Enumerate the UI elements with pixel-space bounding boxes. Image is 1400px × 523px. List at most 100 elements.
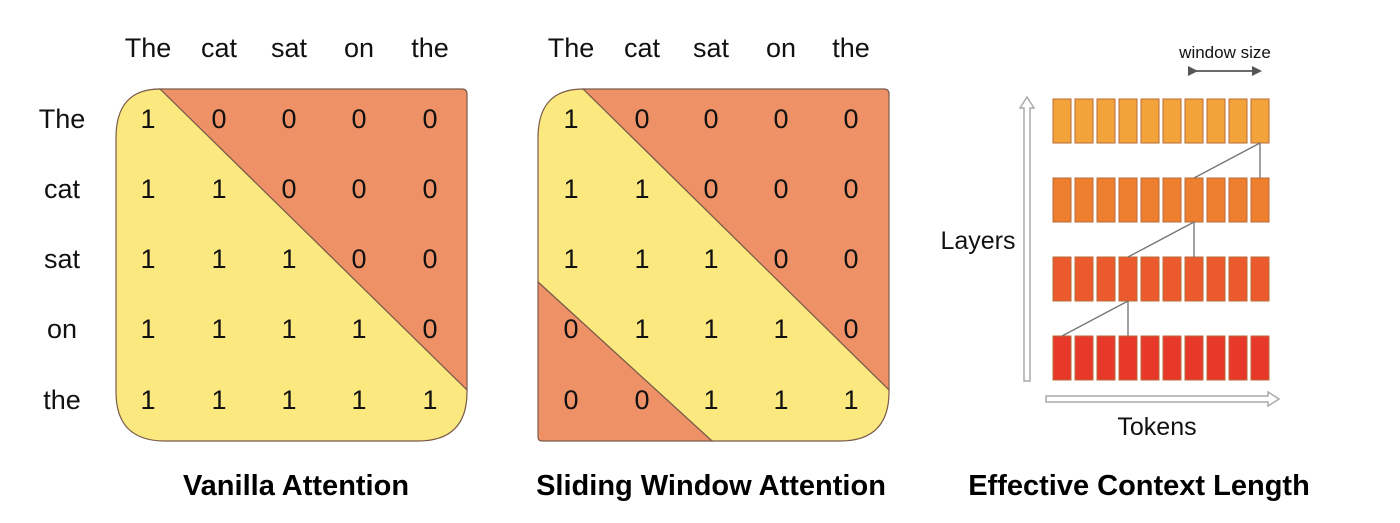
sliding-lower-triangle: [537, 280, 714, 442]
matrix-cell: 0: [703, 104, 718, 134]
token-block: [1206, 98, 1226, 144]
column-header: on: [344, 33, 374, 63]
matrix-cell: 1: [563, 244, 578, 274]
token-block: [1250, 335, 1270, 381]
token-block: [1074, 177, 1094, 223]
window-size-label: window size: [1178, 43, 1271, 62]
token-block: [1140, 256, 1160, 302]
row-header: The: [39, 104, 86, 134]
row-header: the: [43, 385, 81, 415]
row-header: sat: [44, 244, 81, 274]
token-block: [1250, 98, 1270, 144]
matrix-cell: 0: [211, 104, 226, 134]
token-block: [1074, 98, 1094, 144]
sliding-band: [537, 88, 890, 442]
row-header: on: [47, 314, 77, 344]
token-block: [1228, 335, 1248, 381]
matrix-cell: 0: [281, 174, 296, 204]
layers-arrow: [1018, 95, 1036, 382]
token-block: [1140, 335, 1160, 381]
token-block: [1162, 256, 1182, 302]
matrix-cell: 1: [563, 104, 578, 134]
token-block: [1074, 256, 1094, 302]
token-block: [1052, 177, 1072, 223]
token-block: [1162, 177, 1182, 223]
matrix-cell: 1: [211, 385, 226, 415]
token-block: [1162, 98, 1182, 144]
tokens-label: Tokens: [1117, 413, 1196, 441]
sliding-column-headers: The cat sat on the: [548, 33, 870, 63]
token-block: [1250, 256, 1270, 302]
token-block: [1096, 177, 1116, 223]
token-block: [1206, 335, 1226, 381]
matrix-cell: 1: [773, 385, 788, 415]
matrix-cell: 1: [140, 104, 155, 134]
matrix-cell: 1: [211, 174, 226, 204]
matrix-cell: 0: [422, 314, 437, 344]
token-block: [1052, 98, 1072, 144]
matrix-cell: 0: [351, 104, 366, 134]
matrix-cell: 0: [843, 314, 858, 344]
matrix-cell: 1: [140, 174, 155, 204]
token-block: [1140, 177, 1160, 223]
layer-blocks: [1052, 98, 1270, 381]
vanilla-attention-panel: The cat sat on the The cat sat on the 1 0…: [39, 33, 468, 502]
token-block: [1250, 177, 1270, 223]
token-block: [1118, 177, 1138, 223]
token-block: [1096, 335, 1116, 381]
token-block: [1162, 335, 1182, 381]
matrix-cell: 0: [843, 104, 858, 134]
token-block: [1184, 256, 1204, 302]
token-block: [1206, 177, 1226, 223]
token-block: [1140, 98, 1160, 144]
matrix-cell: 0: [703, 174, 718, 204]
matrix-cell: 1: [773, 314, 788, 344]
matrix-cell: 0: [634, 104, 649, 134]
column-header: the: [832, 33, 870, 63]
matrix-cell: 1: [703, 385, 718, 415]
matrix-cell: 0: [634, 385, 649, 415]
matrix-cell: 0: [843, 244, 858, 274]
matrix-cell: 1: [634, 244, 649, 274]
layers-label: Layers: [940, 227, 1015, 255]
token-block: [1228, 256, 1248, 302]
receptive-field-line: [1061, 300, 1129, 337]
column-header: The: [548, 33, 595, 63]
vanilla-row-headers: The cat sat on the: [39, 104, 86, 415]
matrix-cell: 1: [140, 244, 155, 274]
token-block: [1184, 98, 1204, 144]
matrix-cell: 1: [843, 385, 858, 415]
receptive-field-line: [1127, 221, 1195, 258]
matrix-cell: 1: [703, 314, 718, 344]
matrix-cell: 1: [281, 244, 296, 274]
token-block: [1228, 98, 1248, 144]
matrix-cell: 1: [140, 385, 155, 415]
effective-context-panel: Layers Tokens window size Effective Cont…: [940, 43, 1309, 502]
matrix-cell: 1: [634, 174, 649, 204]
token-block: [1052, 256, 1072, 302]
matrix-cell: 0: [773, 244, 788, 274]
matrix-cell: 1: [211, 244, 226, 274]
vanilla-column-headers: The cat sat on the: [125, 33, 449, 63]
matrix-cell: 0: [773, 104, 788, 134]
token-block: [1118, 98, 1138, 144]
matrix-cell: 1: [281, 314, 296, 344]
matrix-cell: 0: [351, 174, 366, 204]
token-block: [1118, 256, 1138, 302]
matrix-cell: 0: [422, 104, 437, 134]
column-header: The: [125, 33, 172, 63]
matrix-cell: 1: [351, 385, 366, 415]
token-block: [1052, 335, 1072, 381]
token-block: [1096, 98, 1116, 144]
matrix-cell: 1: [422, 385, 437, 415]
token-block: [1096, 256, 1116, 302]
matrix-cell: 0: [563, 385, 578, 415]
matrix-cell: 0: [351, 244, 366, 274]
column-header: sat: [271, 33, 308, 63]
row-header: cat: [44, 174, 81, 204]
token-block: [1184, 335, 1204, 381]
matrix-cell: 1: [563, 174, 578, 204]
